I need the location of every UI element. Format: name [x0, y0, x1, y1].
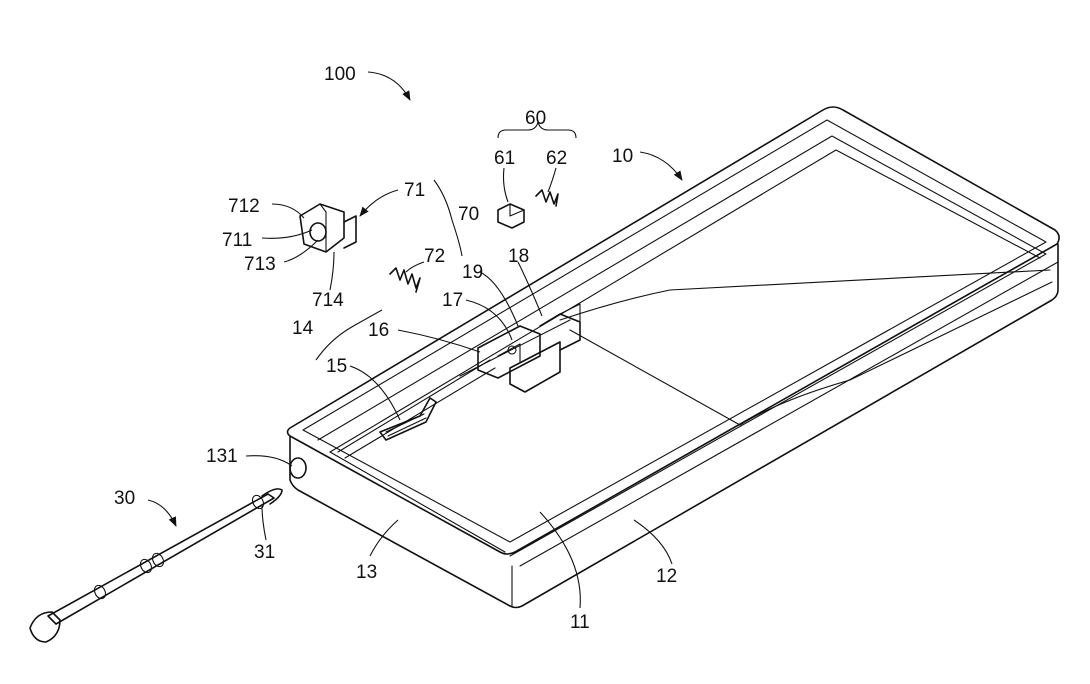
label-131: 131	[206, 446, 238, 467]
label-11: 11	[570, 612, 590, 633]
label-712: 712	[228, 196, 260, 217]
label-62: 62	[546, 148, 567, 169]
label-30: 30	[114, 488, 135, 509]
label-31: 31	[254, 542, 275, 563]
label-18: 18	[508, 246, 529, 267]
leader-lines	[148, 72, 682, 608]
label-10: 10	[612, 146, 633, 167]
label-713: 713	[244, 254, 276, 275]
label-61: 61	[494, 148, 515, 169]
label-70: 70	[458, 204, 479, 225]
label-15: 15	[326, 356, 347, 377]
label-71: 71	[404, 180, 425, 201]
label-16: 16	[368, 320, 389, 341]
label-60: 60	[525, 108, 546, 129]
label-72: 72	[424, 246, 445, 267]
label-711: 711	[222, 230, 252, 251]
label-19: 19	[462, 262, 483, 283]
label-12: 12	[656, 566, 677, 587]
latch-part	[300, 204, 356, 252]
label-100: 100	[324, 64, 356, 85]
label-14: 14	[292, 318, 314, 339]
label-13: 13	[356, 562, 377, 583]
reference-labels: 100 10 60 61 62 71 70 72 712 711 713 714…	[114, 64, 677, 633]
stylus	[30, 489, 282, 642]
detent-parts	[498, 190, 558, 228]
label-17: 17	[442, 290, 463, 311]
latch-spring	[390, 268, 420, 292]
label-714: 714	[312, 290, 344, 311]
